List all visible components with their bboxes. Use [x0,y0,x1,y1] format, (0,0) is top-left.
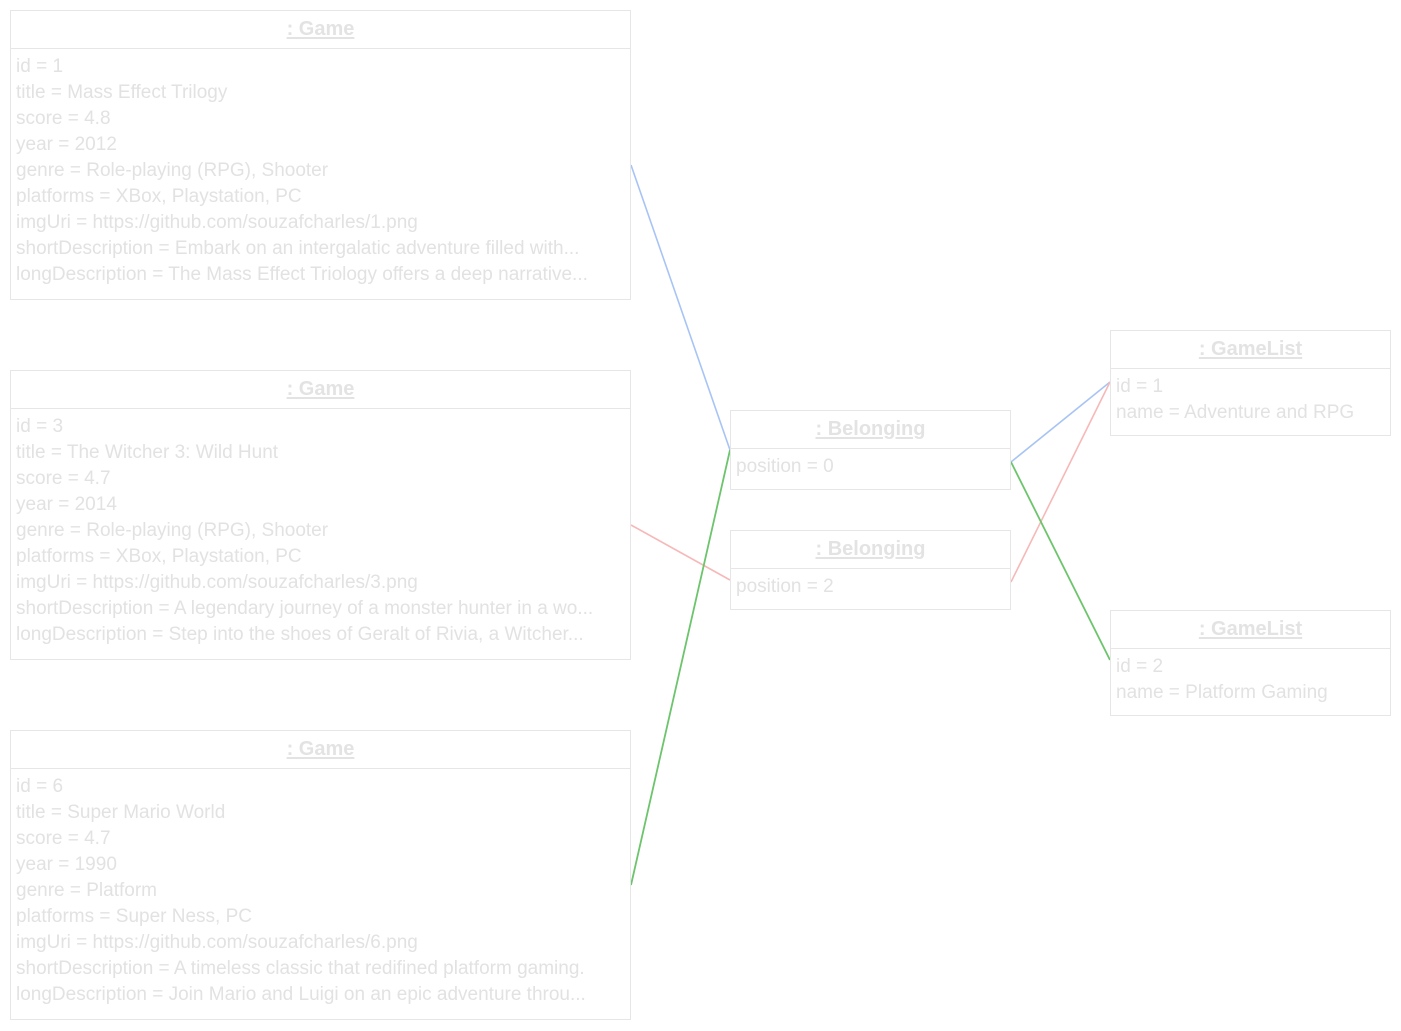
link-game6-belonging1 [630,449,731,886]
attribute-imguri: imgUri = https://github.com/souzafcharle… [16,572,418,593]
attribute-long-description: longDescription = Step into the shoes of… [16,624,584,645]
link-belonging1-gamelist1 [1010,381,1111,463]
attribute-imguri: imgUri = https://github.com/souzafcharle… [16,212,418,233]
attribute-id: id = 3 [16,416,64,437]
object-header: : Game [11,11,630,49]
object-attributes: id = 6 title = Super Mario World score =… [11,769,630,1008]
attribute-short-description: shortDescription = A timeless classic th… [16,958,585,979]
link-belonging1-gamelist2 [1010,461,1111,661]
object-title: : Belonging [815,418,926,440]
gamelist-object-1[interactable]: : GameList id = 1 name = Adventure and R… [1110,330,1391,436]
object-attributes: position = 2 [731,569,1010,600]
attribute-short-description: shortDescription = Embark on an intergal… [16,238,580,259]
attribute-score: score = 4.7 [16,828,111,849]
object-title: : Game [286,18,355,40]
object-attributes: id = 1 name = Adventure and RPG [1111,369,1390,426]
object-header: : GameList [1111,611,1390,649]
attribute-platforms: platforms = Super Ness, PC [16,906,253,927]
attribute-title: title = Super Mario World [16,802,226,823]
attribute-short-description: shortDescription = A legendary journey o… [16,598,594,619]
attribute-score: score = 4.7 [16,468,111,489]
link-game1-belonging1 [630,164,731,451]
attribute-id: id = 6 [16,776,64,797]
attribute-name: name = Adventure and RPG [1116,402,1355,423]
belonging-object-1[interactable]: : Belonging position = 0 [730,410,1011,490]
belonging-object-2[interactable]: : Belonging position = 2 [730,530,1011,610]
object-attributes: id = 1 title = Mass Effect Trilogy score… [11,49,630,288]
object-attributes: id = 3 title = The Witcher 3: Wild Hunt … [11,409,630,648]
object-header: : Game [11,371,630,409]
link-game3-belonging2 [630,524,731,581]
attribute-long-description: longDescription = The Mass Effect Triolo… [16,264,588,285]
attribute-genre: genre = Platform [16,880,157,901]
object-header: : GameList [1111,331,1390,369]
attribute-genre: genre = Role-playing (RPG), Shooter [16,520,329,541]
attribute-platforms: platforms = XBox, Playstation, PC [16,546,302,567]
attribute-position: position = 0 [736,456,834,477]
object-title: : Belonging [815,538,926,560]
object-header: : Belonging [731,531,1010,569]
attribute-id: id = 1 [1116,376,1164,397]
attribute-platforms: platforms = XBox, Playstation, PC [16,186,302,207]
object-title: : GameList [1198,338,1303,360]
attribute-year: year = 2014 [16,494,117,515]
link-belonging2-gamelist1 [1010,381,1111,583]
attribute-score: score = 4.8 [16,108,111,129]
object-title: : Game [286,378,355,400]
attribute-year: year = 2012 [16,134,117,155]
object-title: : Game [286,738,355,760]
attribute-year: year = 1990 [16,854,117,875]
game-object-3[interactable]: : Game id = 3 title = The Witcher 3: Wil… [10,370,631,660]
object-attributes: id = 2 name = Platform Gaming [1111,649,1390,706]
object-attributes: position = 0 [731,449,1010,480]
attribute-id: id = 2 [1116,656,1164,677]
attribute-imguri: imgUri = https://github.com/souzafcharle… [16,932,418,953]
object-header: : Game [11,731,630,769]
object-title: : GameList [1198,618,1303,640]
game-object-1[interactable]: : Game id = 1 title = Mass Effect Trilog… [10,10,631,300]
attribute-name: name = Platform Gaming [1116,682,1328,703]
gamelist-object-2[interactable]: : GameList id = 2 name = Platform Gaming [1110,610,1391,716]
attribute-title: title = The Witcher 3: Wild Hunt [16,442,279,463]
attribute-id: id = 1 [16,56,64,77]
attribute-genre: genre = Role-playing (RPG), Shooter [16,160,329,181]
object-header: : Belonging [731,411,1010,449]
game-object-6[interactable]: : Game id = 6 title = Super Mario World … [10,730,631,1020]
attribute-long-description: longDescription = Join Mario and Luigi o… [16,984,586,1005]
attribute-position: position = 2 [736,576,834,597]
attribute-title: title = Mass Effect Trilogy [16,82,228,103]
